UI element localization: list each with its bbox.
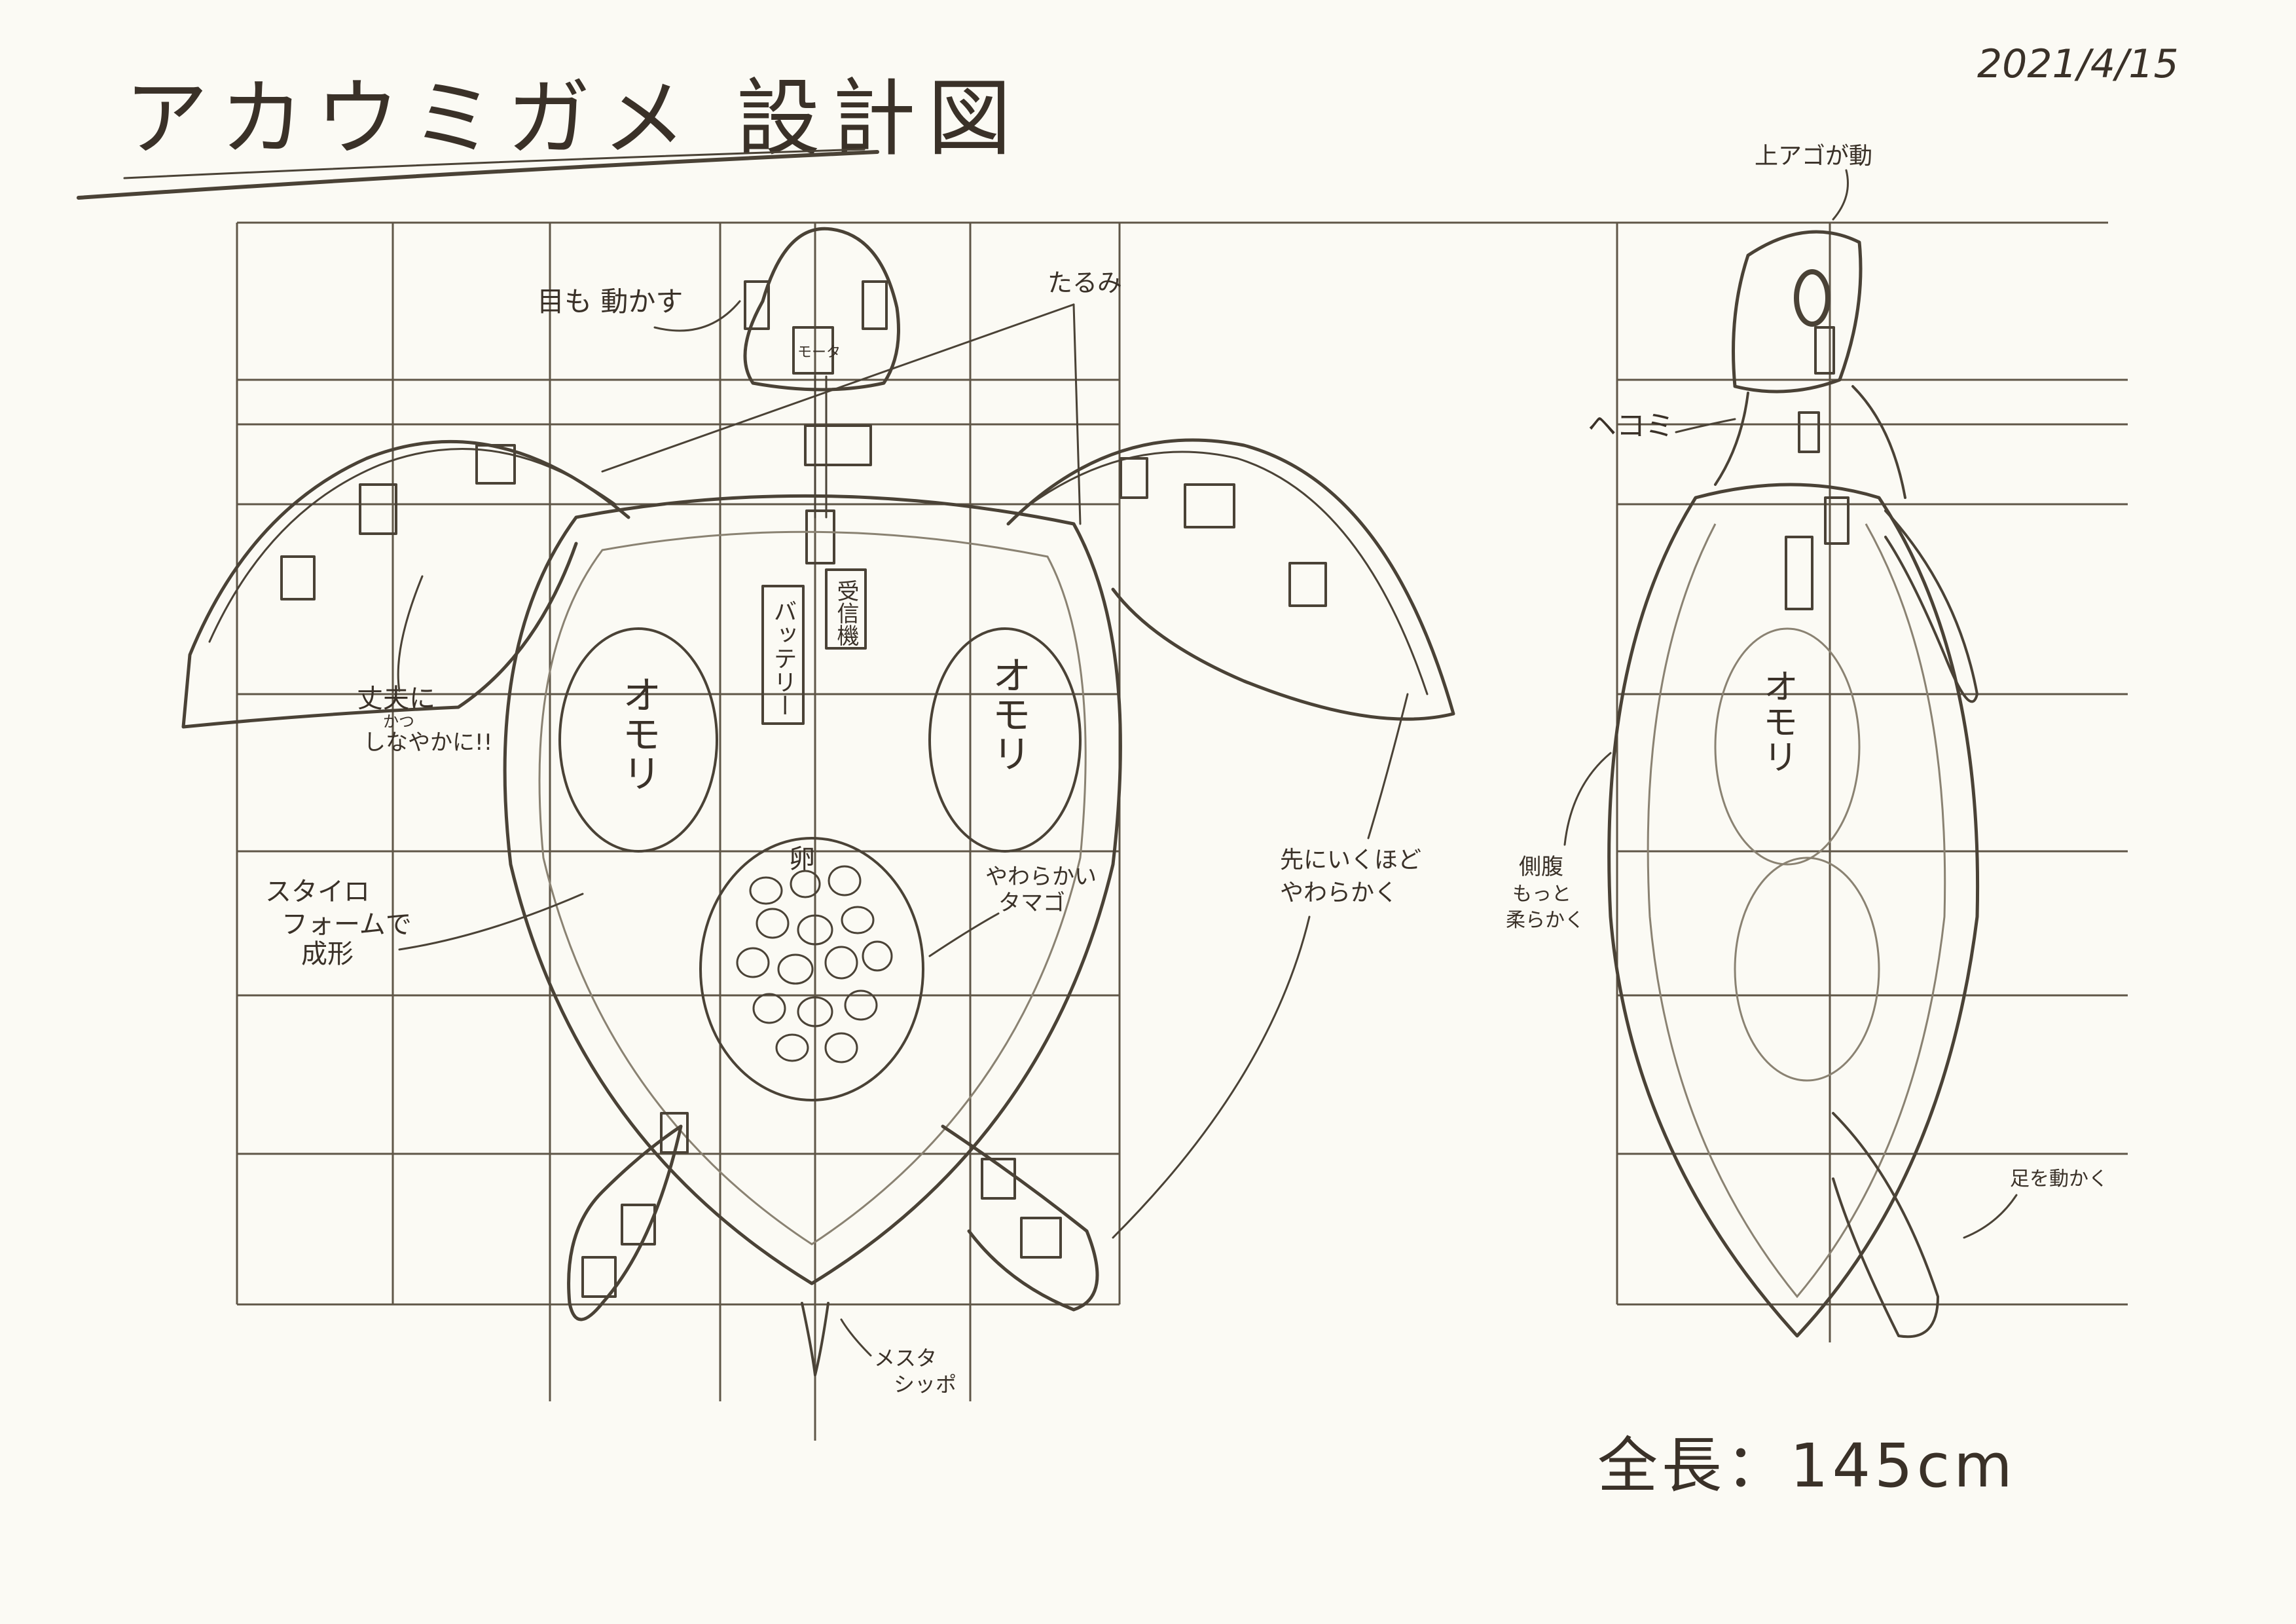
label-soft-tip-1: 先にいくほど [1280,847,1421,874]
sheet-date: 2021/4/15 [1977,41,2179,87]
servo-hind-l2 [621,1204,656,1246]
servo-hind-l1 [660,1112,689,1154]
label-eyes: 目も 動かす [537,286,683,318]
arrow-tail [840,1318,872,1357]
eye-servo-left [744,280,770,330]
label-soft-eggs-2: タマゴ [998,890,1065,916]
head-motor-box [792,326,834,375]
servo-hind-l3 [581,1256,617,1298]
servo-flipper-l2 [359,483,397,535]
label-weight-right: オモリ [985,655,1031,773]
servo-flipper-l1 [475,444,516,485]
arrow-head-up [1832,169,1849,221]
turtle-head [743,227,900,392]
eggs-cluster [736,865,893,1063]
label-slack: たるみ [1048,268,1122,297]
carapace-inner [538,530,1087,1246]
label-legs: 足を動かく [2010,1168,2108,1190]
arrow-dent [1675,418,1736,434]
side-servo-3 [1824,496,1850,545]
battery-box [761,585,805,725]
label-styrofoam-2: フォームで [282,910,412,940]
annotations-side-view: 上アゴが動 ヘコミ 側腹 もっと 柔らかく 足を動かく [1506,143,2108,1239]
label-styrofoam-3: 成形 [301,939,354,969]
arrow-eyes [653,300,741,332]
label-side-weight: オモリ [1757,668,1798,774]
label-wing-note-2: かつ [383,712,414,731]
servo-hind-r2 [1020,1217,1062,1259]
side-hind-flipper [1832,1112,1939,1338]
label-tail-1: メスタ [874,1346,937,1371]
arrow-belly [1563,752,1612,846]
flipper-front-left-edge [208,448,617,643]
arrow-soft-tip-up [1367,693,1409,840]
carapace-outline [503,494,1122,1285]
weight-right [928,627,1082,853]
eye-servo-right [862,280,888,330]
label-wing-note-1: 丈夫に [357,684,435,714]
side-servo-1 [1798,411,1820,453]
label-belly-3: 柔らかく [1506,909,1584,932]
side-servo-neck [1814,326,1835,375]
label-dent: ヘコミ [1588,409,1674,443]
label-eggs: 卵 [789,844,815,874]
flipper-front-left [181,439,630,729]
spine-servo [805,509,835,564]
label-tail-2: シッポ [894,1372,957,1397]
side-shell-inner [1647,523,1946,1299]
title-underline-2 [123,148,866,179]
side-shell [1607,483,1980,1338]
sheet-title: アカウミガメ 設計図 [124,70,1023,168]
side-head [1732,230,1863,394]
label-belly-2: もっと [1512,883,1571,906]
total-length: 全長：145cm [1597,1431,2016,1501]
servo-flipper-r1 [1120,457,1148,499]
label-weight-left: オモリ [615,674,661,792]
side-eye [1794,269,1831,327]
arrow-slack-left [601,303,1075,473]
receiver-box [825,568,867,650]
side-eggs [1734,857,1880,1082]
servo-flipper-l3 [280,555,316,600]
weight-left [558,627,718,853]
turtle-side-view: オモリ [1607,230,1980,1338]
arrow-soft-eggs [928,912,1000,957]
servo-hind-r1 [981,1158,1016,1200]
arrow-slack-right [1072,303,1082,525]
label-soft-eggs-1: やわらかい [985,864,1097,890]
side-front-flipper [1884,509,1978,703]
turtle-top-view: モータ オモリ オモリ バッテリー 受信機 [181,227,1455,1376]
label-belly-1: 側腹 [1519,854,1563,880]
arrow-soft-tip-down [1112,915,1311,1239]
label-receiver: 受信機 [833,580,859,646]
arrow-styrofoam [398,893,584,951]
side-neck [1714,385,1906,499]
annotations-top-view: 目も 動かす たるみ 丈夫に かつ しなやかに!! スタイロ フォームで 成形 … [265,268,1421,1397]
side-weight [1714,627,1861,866]
flipper-front-right [1006,438,1455,721]
label-styrofoam-1: スタイロ [265,877,370,907]
label-wing-note-3: しなやかに!! [363,729,492,756]
label-head-up: 上アゴが動 [1755,143,1872,170]
egg-chamber [699,837,924,1101]
tail [801,1302,829,1376]
label-motor: モータ [797,344,841,361]
neck-rod [814,375,828,519]
flipper-front-right-edge [1020,451,1429,695]
grid-side-view [1616,223,2128,1342]
servo-flipper-r2 [1184,483,1235,528]
side-servo-2 [1785,536,1813,610]
label-soft-tip-2: やわらかく [1280,879,1398,906]
neck-servo [804,424,872,466]
arrow-wing-note [397,575,424,692]
flipper-hind-right [941,1124,1099,1312]
flipper-hind-left [567,1124,683,1321]
title-underline [77,150,879,200]
label-battery: バッテリー [770,599,797,717]
servo-flipper-r3 [1288,562,1327,607]
arrow-legs [1963,1194,2018,1239]
